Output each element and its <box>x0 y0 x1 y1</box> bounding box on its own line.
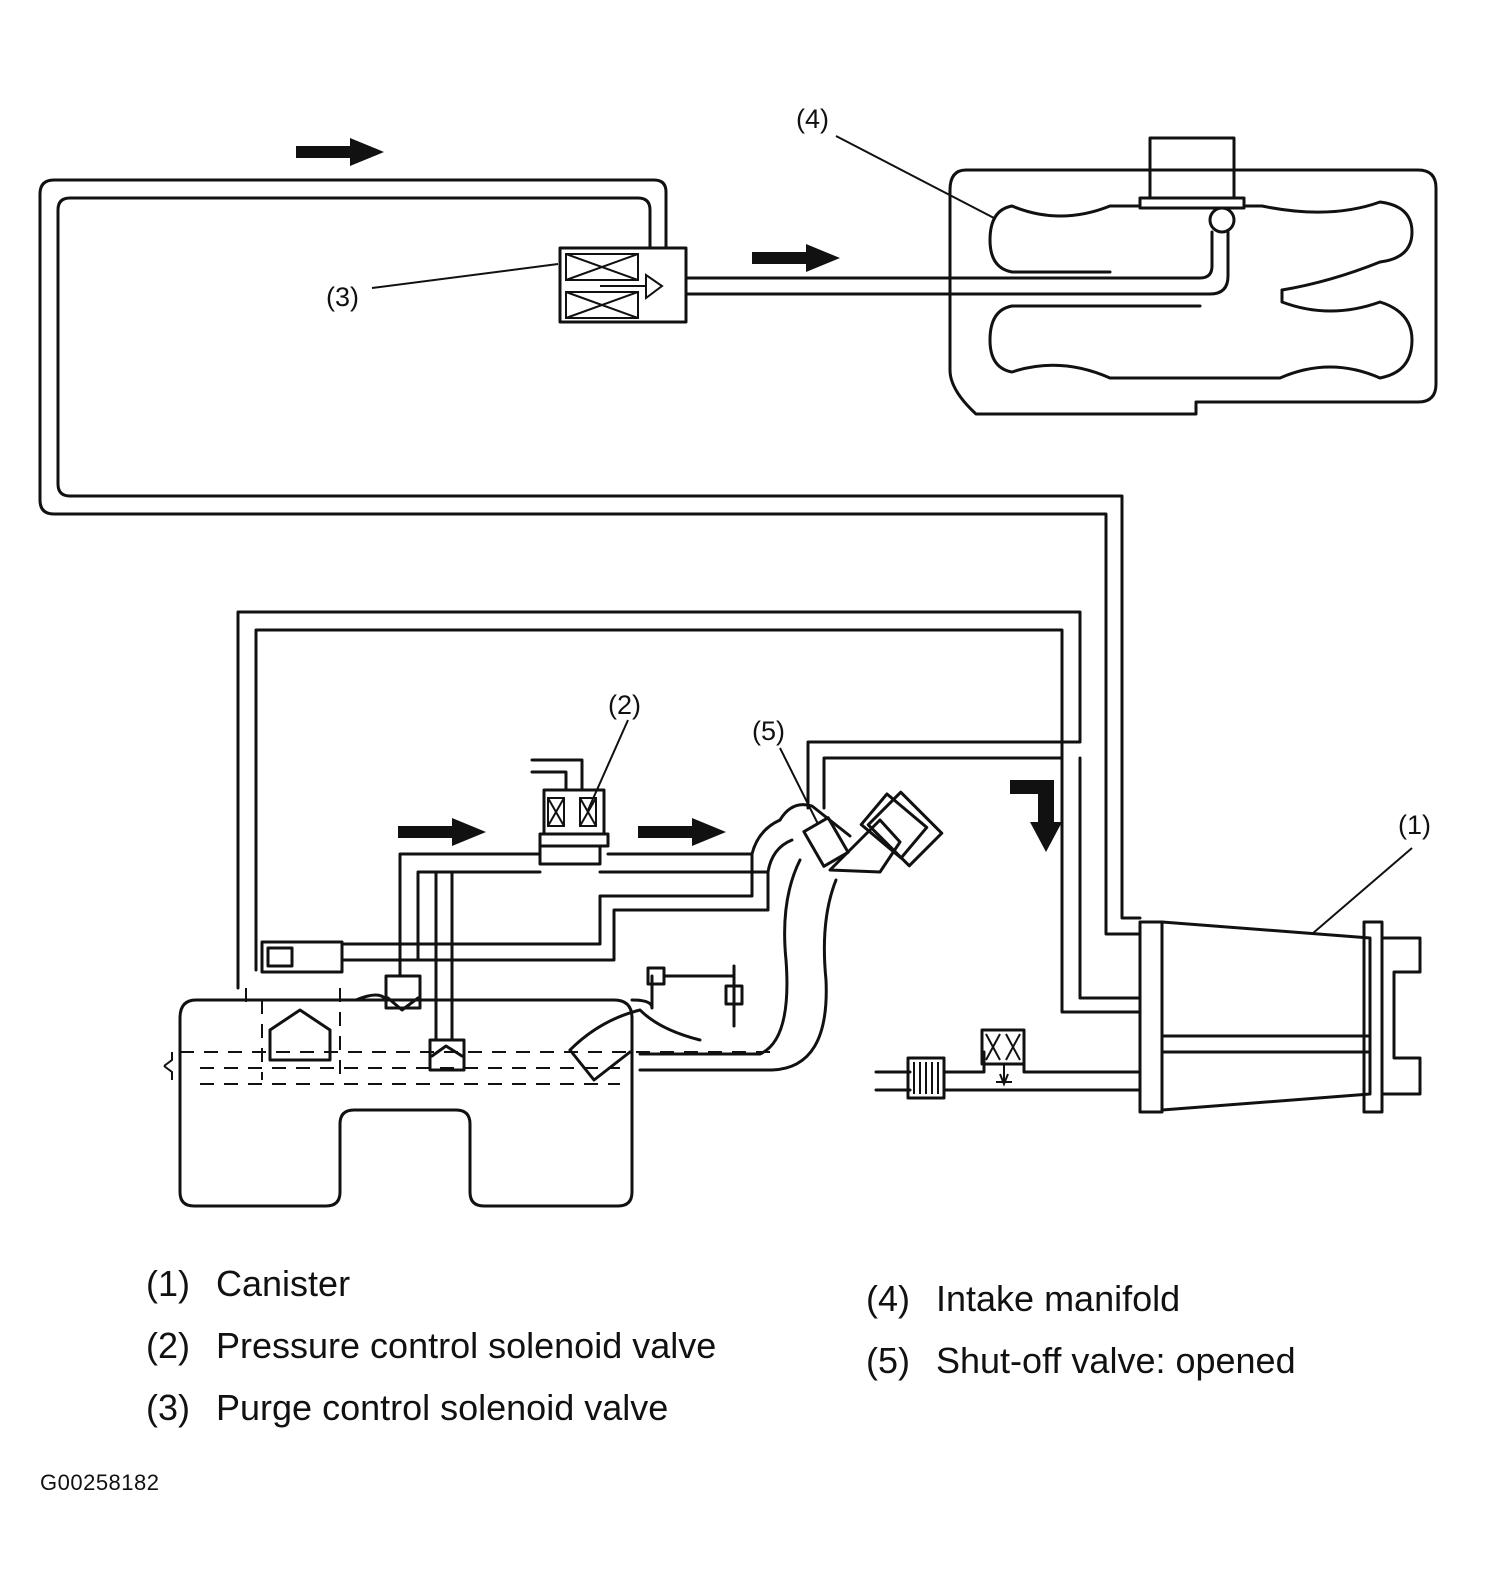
legend-right: (4) Intake manifold (5) Shut-off valve: … <box>866 1268 1296 1392</box>
figure-id: G00258182 <box>40 1470 160 1495</box>
flow-arrows <box>296 138 1062 852</box>
tank-vent-lines <box>236 610 1142 1014</box>
purge-line <box>38 178 1142 936</box>
intake-manifold <box>948 136 1438 416</box>
purge-line-to-manifold <box>684 230 1230 296</box>
canister <box>1138 920 1422 1114</box>
callout-leaders <box>371 135 1413 935</box>
legend-number: (2) <box>146 1325 190 1366</box>
callout-4: (4) <box>796 104 829 134</box>
callout-5: (5) <box>752 716 785 746</box>
legend-label: Intake manifold <box>936 1278 1181 1319</box>
legend-item-purge-control-solenoid-valve: (3) Purge control solenoid valve <box>146 1377 716 1439</box>
legend-item-pressure-control-solenoid-valve: (2) Pressure control solenoid valve <box>146 1315 716 1377</box>
legend-item-shut-off-valve: (5) Shut-off valve: opened <box>866 1330 1296 1392</box>
legend-number: (5) <box>866 1340 910 1381</box>
legend-left: (1) Canister (2) Pressure control soleno… <box>146 1253 716 1439</box>
filler-neck <box>638 858 838 1072</box>
legend-item-canister: (1) Canister <box>146 1253 716 1315</box>
legend-label: Canister <box>216 1263 351 1304</box>
drain-line <box>874 1028 1142 1100</box>
shut-off-valve <box>778 790 944 874</box>
callout-2: (2) <box>608 690 641 720</box>
legend-number: (3) <box>146 1387 190 1428</box>
pressure-control-solenoid-valve <box>530 758 610 866</box>
legend-number: (1) <box>146 1263 190 1304</box>
legend-label: Shut-off valve: opened <box>936 1340 1296 1381</box>
legend-item-intake-manifold: (4) Intake manifold <box>866 1268 1296 1330</box>
purge-control-solenoid-valve <box>558 246 688 324</box>
callout-3: (3) <box>326 282 359 312</box>
tank-valves <box>260 940 744 1072</box>
legend-label: Pressure control solenoid valve <box>216 1325 717 1366</box>
fuel-tank <box>163 988 770 1208</box>
legend-label: Purge control solenoid valve <box>216 1387 669 1428</box>
legend-number: (4) <box>866 1278 910 1319</box>
callout-1: (1) <box>1398 810 1431 840</box>
pressure-line <box>340 818 794 1042</box>
